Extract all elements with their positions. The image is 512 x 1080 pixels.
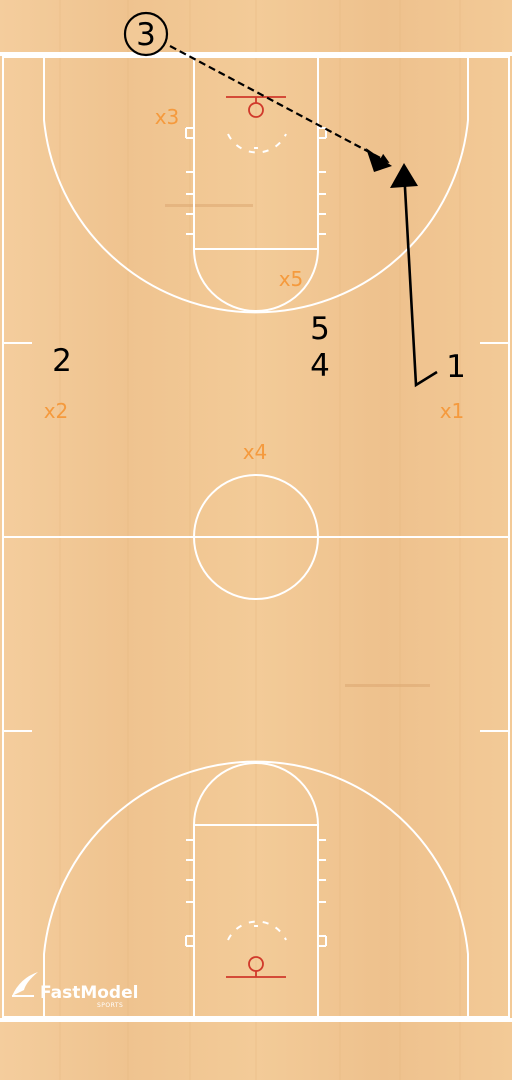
basket-bottom	[226, 956, 286, 978]
three-point-arc-bottom	[43, 760, 469, 1017]
free-throw-circle-top	[193, 248, 319, 312]
defender-x4-label: x4	[243, 440, 268, 464]
paint-bottom	[193, 824, 319, 1018]
player-1-label: 1	[446, 349, 466, 385]
player-2-label: 2	[52, 343, 72, 379]
defender-x5-label: x5	[279, 267, 304, 291]
center-circle	[193, 474, 319, 600]
arrowhead-pass	[366, 148, 392, 172]
arrowhead-cut	[390, 163, 418, 188]
logo-subtext: SPORTS	[97, 1002, 123, 1009]
defender-x1-label: x1	[440, 399, 465, 423]
three-point-arc-top	[43, 57, 469, 314]
player-4-label: 4	[310, 348, 330, 384]
wood-grain	[59, 0, 461, 1080]
paint-top	[193, 56, 319, 250]
defender-x2-label: x2	[44, 399, 69, 423]
baseline-band-top	[0, 52, 512, 56]
player-3-circle	[123, 11, 169, 57]
fastmodel-logo: FastModel SPORTS	[12, 972, 138, 1009]
cut-arrow-player-1	[399, 166, 438, 388]
baseline-band-bottom	[0, 1018, 512, 1022]
wood-plank-accent	[345, 684, 430, 687]
logo-swoosh-icon	[12, 972, 38, 996]
court-lines	[2, 56, 510, 1018]
wood-plank-accent	[165, 204, 253, 207]
logo-wordmark: FastModel	[40, 983, 138, 1003]
pass-arrow	[169, 45, 390, 163]
defender-x3-label: x3	[155, 105, 180, 129]
free-throw-circle-bottom	[193, 762, 319, 826]
player-5-label: 5	[310, 311, 330, 347]
basket-top	[226, 96, 286, 118]
player-3-label: 3	[136, 17, 156, 53]
